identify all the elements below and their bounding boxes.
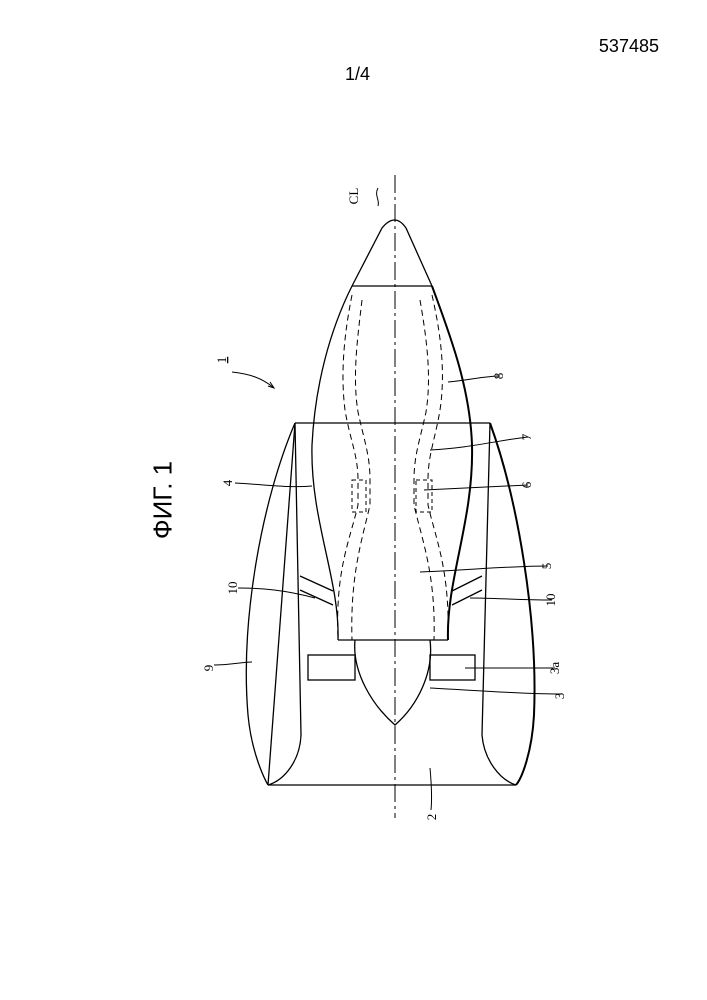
tail-cone (352, 220, 432, 286)
combustor-right (416, 480, 432, 512)
leader-2 (430, 768, 432, 810)
label-5: 5 (539, 563, 554, 570)
internal-contour-right (428, 295, 448, 640)
spinner (355, 640, 431, 725)
fan-blade-left (308, 655, 355, 680)
leader-10b (470, 598, 552, 600)
nacelle-right-wall (490, 423, 535, 785)
leader-5 (420, 566, 548, 572)
label-2: 2 (424, 814, 439, 821)
internal-contour-right-inner (414, 300, 434, 640)
leader-7 (430, 437, 528, 450)
core-casing-right (432, 286, 472, 640)
nacelle-right-inner (482, 423, 516, 785)
leader-6 (424, 485, 528, 490)
leader-10a (238, 588, 315, 598)
label-3: 3 (552, 693, 567, 700)
label-1: 1 (214, 357, 229, 364)
label-6: 6 (519, 481, 534, 488)
leader-cl (377, 188, 379, 206)
nacelle-left-wall (246, 423, 295, 785)
label-8: 8 (491, 373, 506, 380)
nacelle-left-inner (268, 423, 301, 785)
leader-1-arrow (232, 372, 274, 388)
label-cl: CL (346, 188, 361, 205)
internal-contour-left (338, 295, 358, 640)
label-7: 7 (519, 433, 534, 440)
leader-1-arrowhead (268, 382, 274, 388)
strut-right (452, 576, 482, 605)
label-10-left: 10 (225, 582, 240, 595)
core-casing-left (312, 286, 352, 640)
label-4: 4 (220, 479, 235, 486)
internal-contour-left-inner (352, 300, 370, 640)
combustor-left (352, 480, 366, 512)
label-3a: 3a (547, 662, 562, 675)
strut-left (300, 576, 333, 605)
label-10-right: 10 (543, 594, 558, 607)
leader-3 (430, 688, 560, 694)
label-9: 9 (201, 665, 216, 672)
